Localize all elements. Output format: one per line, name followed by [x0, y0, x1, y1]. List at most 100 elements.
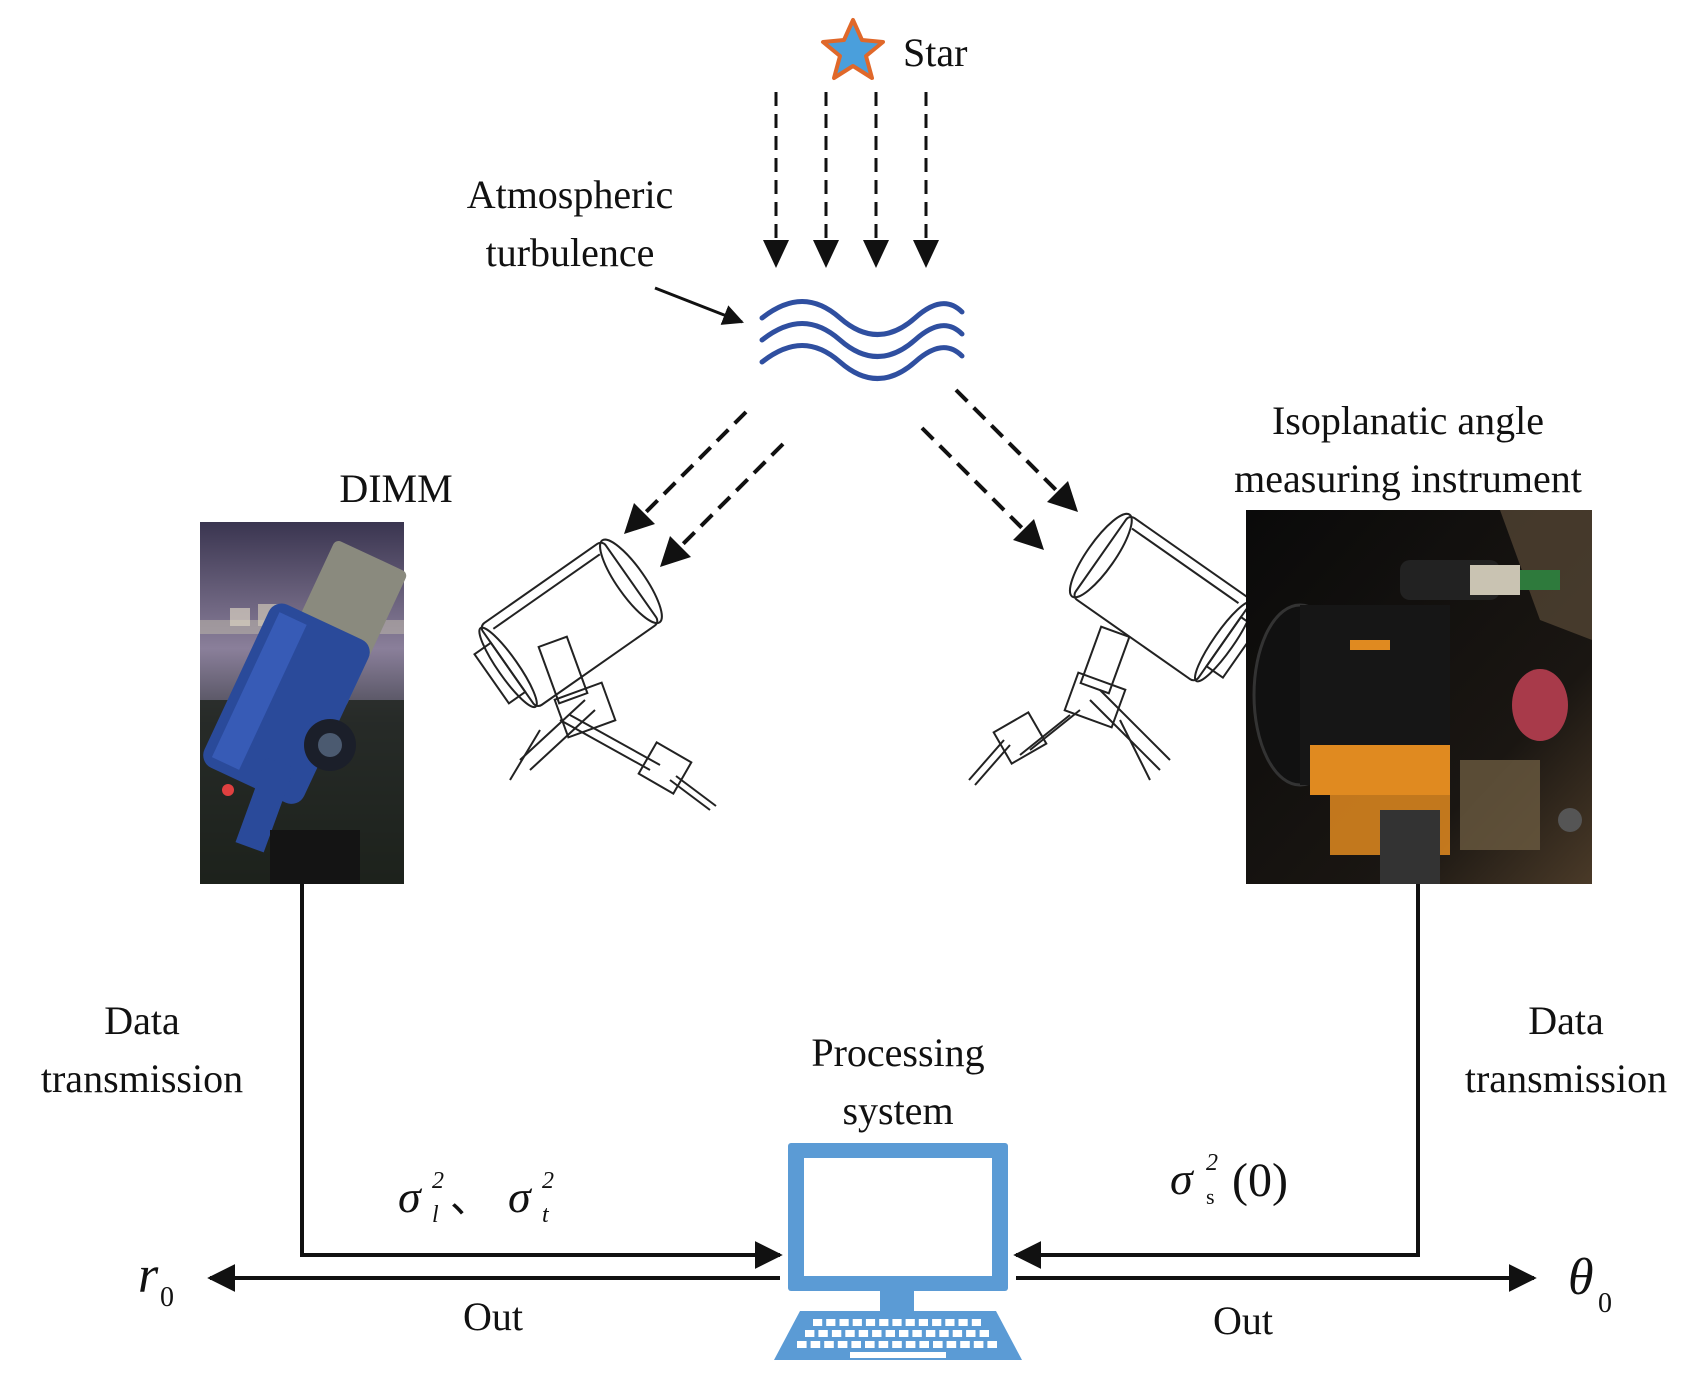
- keyboard-key: [892, 1341, 902, 1348]
- sigma-t-superscript: 2: [542, 1168, 554, 1194]
- theta0-output-label: θ 0: [1568, 1249, 1612, 1319]
- light-path-right-2: [920, 426, 1034, 540]
- data-line-left: [300, 884, 783, 1269]
- starlight-arrowhead-1: [763, 240, 789, 268]
- keyboard-key: [826, 1319, 836, 1326]
- keyboard-key: [818, 1330, 828, 1337]
- keyboard-key: [966, 1330, 976, 1337]
- isoplanatic-label-line1: Isoplanatic angle: [1272, 398, 1544, 443]
- keyboard-key: [810, 1341, 821, 1348]
- sigma-t-symbol: σ: [508, 1171, 533, 1222]
- telescope-drawing-left: [473, 538, 717, 811]
- starlight-arrowhead-3: [863, 240, 889, 268]
- data-transmission-right-line2: transmission: [1465, 1056, 1667, 1101]
- out-label-left: Out: [463, 1294, 523, 1339]
- diverging-arrowheads: [624, 481, 1078, 567]
- turbulence-wave-icon: [759, 299, 965, 381]
- keyboard-key: [824, 1341, 834, 1348]
- computer-icon: [774, 1143, 1022, 1360]
- keyboard-key: [973, 1341, 984, 1348]
- keyboard-key: [918, 1319, 928, 1326]
- keyboard-key: [925, 1330, 936, 1337]
- keyboard-key: [939, 1330, 949, 1337]
- keyboard-key: [797, 1341, 807, 1348]
- atmospheric-label-line2: turbulence: [486, 230, 655, 275]
- out-label-right: Out: [1213, 1298, 1273, 1343]
- keyboard-key: [865, 1341, 875, 1348]
- isoplanatic-label-line2: measuring instrument: [1234, 456, 1582, 501]
- theta0-symbol: θ: [1568, 1249, 1594, 1306]
- light-path-left-1: [634, 410, 748, 524]
- keyboard-key: [805, 1330, 815, 1337]
- keyboard-key: [899, 1330, 909, 1337]
- sigma-s-symbol: σ: [1170, 1153, 1195, 1204]
- keyboard-key: [879, 1319, 889, 1326]
- starlight-arrowheads: [763, 240, 939, 268]
- keyboard-key: [892, 1319, 902, 1326]
- r0-subscript: 0: [160, 1282, 174, 1313]
- dimm-label: DIMM: [339, 466, 452, 511]
- keyboard-key: [952, 1330, 963, 1337]
- arrowhead-left-1: [624, 503, 655, 534]
- keyboard-key: [919, 1341, 929, 1348]
- light-path-left-2: [670, 442, 785, 557]
- processing-label-line1: Processing: [811, 1030, 984, 1075]
- diverging-light-paths: [634, 388, 1068, 557]
- sigma-s-argument: (0): [1232, 1154, 1288, 1207]
- keyboard-key: [960, 1341, 970, 1348]
- keyboard-key: [971, 1319, 981, 1326]
- sigma-l-symbol: σ: [398, 1171, 423, 1222]
- keyboard-key: [865, 1319, 876, 1326]
- keyboard-key: [872, 1330, 882, 1337]
- dimm-telescope-photo: [200, 522, 407, 884]
- sigma-l-subscript: l: [432, 1202, 439, 1228]
- keyboard-key: [813, 1319, 823, 1326]
- keyboard-key: [987, 1341, 997, 1348]
- arrowhead-left-2: [660, 536, 691, 567]
- sigma-s-superscript: 2: [1206, 1150, 1218, 1176]
- turbulence-pointer-arrow: [654, 286, 744, 325]
- keyboard-key: [839, 1319, 849, 1326]
- keyboard-key: [933, 1341, 943, 1348]
- starlight-rays: [774, 92, 928, 258]
- atmospheric-label-line1: Atmospheric: [467, 172, 674, 217]
- keyboard-key: [878, 1341, 889, 1348]
- telescope-drawing-right: [968, 512, 1259, 786]
- starlight-arrowhead-4: [913, 240, 939, 268]
- data-line-right: [1013, 884, 1420, 1269]
- star-icon: [821, 18, 885, 80]
- sigma-s-label: σ 2 s (0): [1170, 1150, 1288, 1209]
- keyboard-key: [851, 1341, 861, 1348]
- isoplanatic-instrument-photo: [1246, 510, 1592, 884]
- keyboard-key: [858, 1330, 869, 1337]
- r0-symbol: r: [138, 1247, 159, 1304]
- keyboard-key: [845, 1330, 855, 1337]
- data-transmission-left-line1: Data: [104, 998, 180, 1043]
- keyboard-key: [945, 1319, 955, 1326]
- keyboard-key: [885, 1330, 895, 1337]
- arrowhead-right-1: [1047, 481, 1078, 512]
- data-transmission-right-line1: Data: [1528, 998, 1604, 1043]
- keyboard-key: [912, 1330, 922, 1337]
- keyboard-key: [831, 1330, 842, 1337]
- sigma-l-t-label: σ 2 l 、 σ 2 t: [398, 1168, 554, 1228]
- theta0-subscript: 0: [1598, 1288, 1612, 1319]
- keyboard-key: [905, 1341, 916, 1348]
- r0-output-label: r 0: [138, 1247, 174, 1313]
- keyboard-key: [946, 1341, 957, 1348]
- keyboard-key: [958, 1319, 968, 1326]
- star-label: Star: [903, 30, 967, 75]
- keyboard-key: [852, 1319, 862, 1326]
- starlight-arrowhead-2: [813, 240, 839, 268]
- light-path-right-1: [954, 388, 1068, 502]
- keyboard-key: [837, 1341, 848, 1348]
- sigma-l-superscript: 2: [432, 1168, 444, 1194]
- processing-label-line2: system: [842, 1088, 953, 1133]
- sigma-t-subscript: t: [542, 1202, 550, 1228]
- keyboard-key: [979, 1330, 989, 1337]
- keyboard-key: [932, 1319, 942, 1326]
- keyboard-key: [905, 1319, 915, 1326]
- sigma-s-subscript: s: [1206, 1184, 1215, 1209]
- arrowhead-right-2: [1013, 519, 1044, 550]
